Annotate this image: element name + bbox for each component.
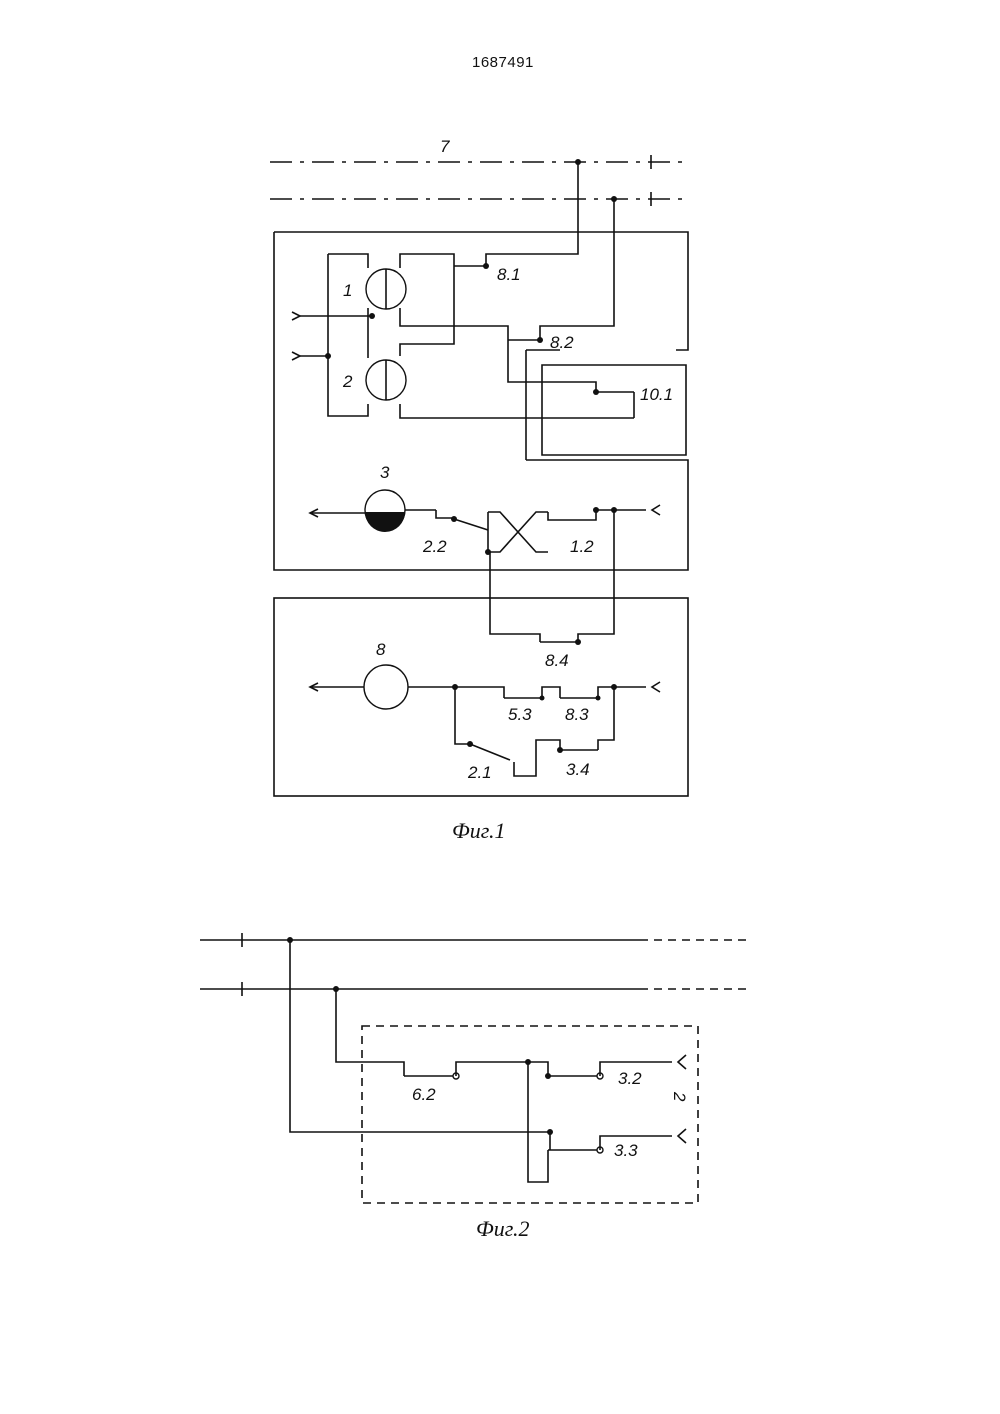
block-2-label: 2: [670, 1091, 689, 1102]
contact-1-2-label: 1.2: [570, 537, 594, 556]
block-10-outline: [542, 365, 686, 455]
lamp-8-label: 8: [376, 640, 386, 659]
figure-2-caption: Фиг.2: [476, 1216, 530, 1241]
bus-label: 7: [440, 137, 450, 156]
bus-lines: [270, 155, 686, 206]
patent-number: 1687491: [472, 54, 534, 71]
upper-block-outline: [274, 232, 688, 350]
lamp-8-icon: [364, 665, 408, 709]
contact-3-4-label: 3.4: [566, 760, 590, 779]
contact-8-3-label: 8.3: [565, 705, 589, 724]
contact-8-1-label: 8.1: [497, 265, 521, 284]
lamp-3-circuit: [310, 490, 660, 555]
contact-3-2-label: 3.2: [618, 1069, 642, 1088]
figure-1-caption: Фиг.1: [452, 818, 506, 843]
contact-3-3-label: 3.3: [614, 1141, 638, 1160]
lamp-8-circuit: [310, 665, 660, 776]
lamp-1-label: 1: [343, 281, 352, 300]
contact-2-2-label: 2.2: [422, 537, 447, 556]
contact-10-1: [593, 389, 634, 418]
lamp-group-1-2: [292, 254, 634, 418]
contact-8-1: [454, 162, 578, 269]
figure-1: 7 1 2: [270, 137, 688, 843]
lamp-3-label: 3: [380, 463, 390, 482]
contact-5-3-label: 5.3: [508, 705, 532, 724]
lamp-2-label: 2: [342, 372, 353, 391]
contact-6-2-label: 6.2: [412, 1085, 436, 1104]
contact-8-4-label: 8.4: [545, 651, 569, 670]
contact-10-1-label: 10.1: [640, 385, 673, 404]
contact-8-2: [508, 199, 614, 392]
contact-2-1-label: 2.1: [467, 763, 492, 782]
contact-8-2-label: 8.2: [550, 333, 574, 352]
figure-2: 6.2 3.2 3.3 2 Фиг.2: [200, 933, 746, 1241]
fig2-bus-lines: [200, 933, 746, 996]
block-2-outline: [362, 1026, 698, 1203]
